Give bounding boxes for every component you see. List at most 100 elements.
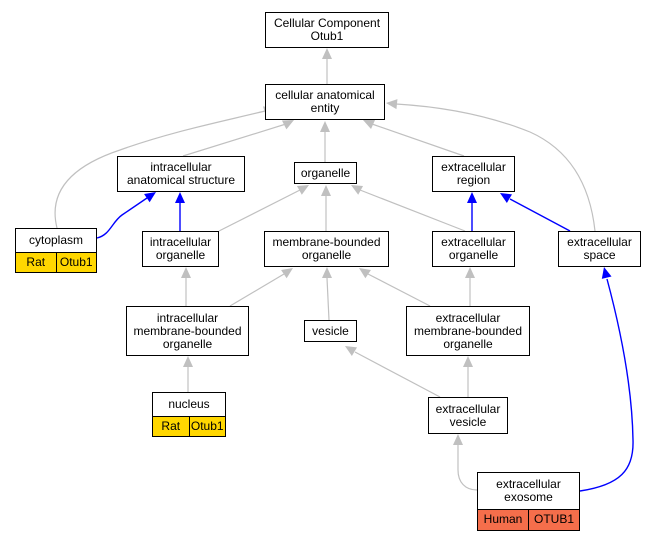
node-label-line: space <box>583 248 616 262</box>
arrowhead-icon <box>351 185 364 195</box>
gene-tag: OTUB1 <box>528 509 579 530</box>
edge-line <box>96 197 148 239</box>
node-label-line: extracellular <box>435 310 501 325</box>
node-extracellular-vesicle[interactable]: extracellular vesicle <box>428 397 508 434</box>
node-label-line: cytoplasm <box>28 232 84 247</box>
edge-line <box>54 110 266 229</box>
species-tag: Human <box>478 509 528 530</box>
node-membrane-bounded-organelle[interactable]: membrane-bounded organelle <box>264 231 389 267</box>
node-label-line: extracellular <box>435 401 501 416</box>
node-label-line: extracellular <box>441 235 506 249</box>
node-extracellular-exosome[interactable]: extracellular exosome Human OTUB1 <box>477 472 580 531</box>
node-label-line: organelle <box>162 336 213 351</box>
edge-intracellular-anatomical-structure-to-cellular-anatomical-entity <box>182 120 294 157</box>
node-label-line: organelle <box>300 165 351 180</box>
arrowhead-icon <box>320 121 330 132</box>
edge-line <box>326 277 330 321</box>
arrowhead-icon <box>467 192 477 203</box>
node-label-line: extracellular <box>441 160 506 174</box>
node-label-line: cellular anatomical <box>275 88 375 102</box>
edge-line <box>457 445 478 491</box>
arrowhead-icon <box>175 192 185 203</box>
node-label-line: organelle <box>448 248 499 262</box>
arrowhead-icon <box>296 185 309 195</box>
arrowhead-icon <box>281 268 293 279</box>
node-extracellular-space[interactable]: extracellular space <box>558 231 641 267</box>
edge-line <box>359 189 466 232</box>
edge-line <box>182 123 287 157</box>
arrowhead-icon <box>601 267 612 279</box>
node-cytoplasm[interactable]: cytoplasm Rat Otub1 <box>15 228 97 273</box>
edge-line <box>354 351 441 398</box>
node-root[interactable]: Cellular Component Otub1 <box>265 12 389 48</box>
arrowhead-icon <box>500 193 513 203</box>
node-label: nucleus <box>153 393 225 416</box>
edge-extracellular-vesicle-to-extracellular-membrane-bounded-organelle <box>463 356 473 397</box>
arrowhead-icon <box>463 356 473 367</box>
arrowhead-icon <box>322 48 332 59</box>
edge-line <box>218 189 301 232</box>
annotation-tags: Human OTUB1 <box>478 508 579 530</box>
node-intracellular-organelle[interactable]: intracellular organelle <box>142 231 219 267</box>
node-label-line: nucleus <box>168 396 210 411</box>
node-label-line: organelle <box>155 248 206 262</box>
node-label-line: entity <box>310 101 340 115</box>
edge-extracellular-membrane-bounded-organelle-to-membrane-bounded-organelle <box>359 268 431 307</box>
arrowhead-icon <box>363 119 376 130</box>
edge-line <box>367 273 431 307</box>
node-label-line: exosome <box>504 489 553 504</box>
edge-line <box>371 123 465 157</box>
node-extracellular-organelle[interactable]: extracellular organelle <box>432 231 515 267</box>
gene-tag: Otub1 <box>188 416 225 436</box>
node-label-line: vesicle <box>312 323 349 338</box>
node-label: cytoplasm <box>16 229 96 252</box>
node-label-line: vesicle <box>449 414 487 429</box>
arrowhead-icon <box>453 434 463 445</box>
species-tag: Rat <box>153 416 189 436</box>
node-label-line: membrane-bounded <box>272 235 381 249</box>
annotation-tags: Rat Otub1 <box>16 251 96 272</box>
edge-cellular-anatomical-entity-to-root <box>322 48 332 84</box>
node-extracellular-membrane-bounded-organelle[interactable]: extracellular membrane-bounded organelle <box>406 306 530 356</box>
arrowhead-icon <box>144 192 156 203</box>
edge-line <box>579 278 634 492</box>
node-label-line: intracellular <box>150 160 212 174</box>
node-vesicle[interactable]: vesicle <box>304 320 357 342</box>
edge-extracellular-membrane-bounded-organelle-to-extracellular-organelle <box>465 267 475 306</box>
node-label-line: Otub1 <box>310 29 344 43</box>
node-nucleus[interactable]: nucleus Rat Otub1 <box>152 392 226 437</box>
node-label-line: region <box>456 173 491 187</box>
edge-intracellular-membrane-bounded-organelle-to-intracellular-organelle <box>181 267 191 306</box>
node-intracellular-anatomical-structure[interactable]: intracellular anatomical structure <box>117 156 245 192</box>
node-label-line: intracellular <box>156 310 219 325</box>
node-label-line: membrane-bounded <box>413 323 523 338</box>
arrowhead-icon <box>345 346 358 356</box>
edge-cytoplasm-to-intracellular-anatomical-structure <box>96 192 156 239</box>
arrowhead-icon <box>183 356 193 367</box>
edge-extracellular-exosome-to-extracellular-vesicle <box>453 434 478 491</box>
edge-intracellular-organelle-to-organelle <box>218 185 309 232</box>
node-label-line: organelle <box>301 248 352 262</box>
annotation-tags: Rat Otub1 <box>153 415 225 436</box>
edge-extracellular-organelle-to-extracellular-region <box>467 192 477 231</box>
edge-extracellular-space-to-extracellular-region <box>500 193 571 232</box>
edge-extracellular-vesicle-to-vesicle <box>345 346 441 398</box>
edge-vesicle-to-membrane-bounded-organelle <box>322 267 332 321</box>
edge-line <box>395 103 596 232</box>
node-extracellular-region[interactable]: extracellular region <box>432 156 515 192</box>
edge-intracellular-membrane-bounded-organelle-to-membrane-bounded-organelle <box>229 268 293 307</box>
node-label-line: anatomical structure <box>126 173 236 187</box>
arrowhead-icon <box>465 267 475 278</box>
node-label-line: extracellular <box>496 476 561 491</box>
node-label: extracellular exosome <box>478 473 579 509</box>
edge-extracellular-exosome-to-extracellular-space <box>579 267 634 492</box>
edge-extracellular-organelle-to-organelle <box>351 185 466 232</box>
node-label-line: extracellular <box>567 235 632 249</box>
edge-line <box>229 273 285 307</box>
node-organelle[interactable]: organelle <box>294 162 357 184</box>
species-tag: Rat <box>16 252 56 272</box>
node-cellular-anatomical-entity[interactable]: cellular anatomical entity <box>265 84 385 120</box>
edge-extracellular-space-to-cellular-anatomical-entity <box>386 99 596 232</box>
node-intracellular-membrane-bounded-organelle[interactable]: intracellular membrane-bounded organelle <box>126 306 249 356</box>
